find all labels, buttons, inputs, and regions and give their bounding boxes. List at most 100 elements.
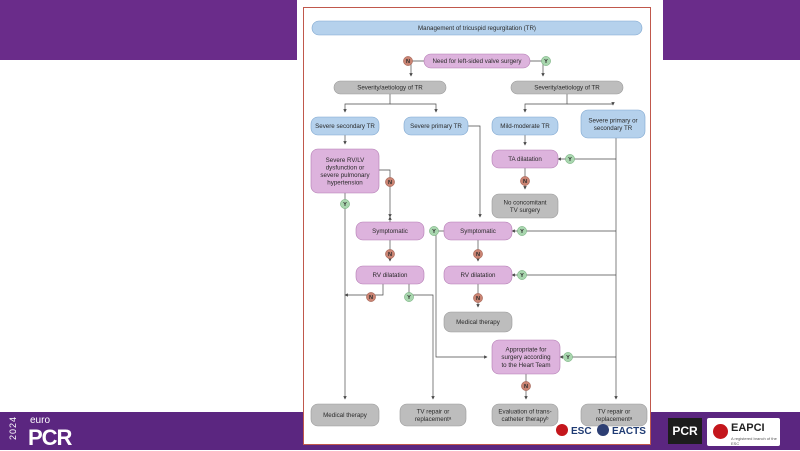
node-label: RV dilatation bbox=[461, 272, 497, 279]
flow-arrow-10 bbox=[468, 125, 482, 218]
yes-badge-15: Y bbox=[563, 352, 573, 362]
node-label: Management of tricuspid regurgitation (T… bbox=[418, 25, 536, 32]
node-need: Need for left-sided valve surgery bbox=[423, 53, 531, 69]
node-label: Symptomatic bbox=[372, 228, 408, 235]
flow-arrow-14 bbox=[379, 169, 392, 218]
badge-circle bbox=[404, 292, 414, 302]
node-box bbox=[491, 149, 559, 169]
pcr-logo: PCR bbox=[668, 418, 702, 444]
node-label: Evaluation of trans- bbox=[498, 408, 551, 415]
badge-circle bbox=[473, 293, 483, 303]
node-box bbox=[491, 339, 561, 375]
node-box bbox=[580, 403, 648, 427]
node-sev-left: Severity/aetiology of TR bbox=[333, 80, 447, 95]
node-title: Management of tricuspid regurgitation (T… bbox=[311, 20, 643, 36]
flow-arrow-1 bbox=[409, 60, 424, 77]
badge-circle bbox=[541, 56, 551, 66]
yes-badge-5: Y bbox=[565, 154, 575, 164]
node-label: catheter therapyᵇ bbox=[501, 416, 549, 423]
europcr-name: PCR bbox=[28, 425, 72, 450]
node-box bbox=[310, 403, 380, 427]
no-badge-9: N bbox=[385, 249, 395, 259]
badge-label: N bbox=[388, 180, 392, 186]
header-band-left bbox=[0, 0, 297, 60]
flowchart-diagram: Management of tricuspid regurgitation (T… bbox=[310, 20, 648, 437]
node-label: dysfunction or bbox=[326, 164, 365, 171]
node-label: severe pulmonary bbox=[320, 172, 370, 179]
no-badge-14: N bbox=[473, 293, 483, 303]
node-medther-mid: Medical therapy bbox=[443, 311, 513, 333]
no-badge-6: N bbox=[520, 176, 530, 186]
badge-label: Y bbox=[544, 59, 548, 65]
badge-label: Y bbox=[566, 355, 570, 361]
node-box bbox=[510, 80, 624, 95]
node-med-final: Medical therapy bbox=[310, 403, 380, 427]
no-badge-16: N bbox=[521, 381, 531, 391]
badge-label: N bbox=[523, 179, 527, 185]
node-box bbox=[423, 53, 531, 69]
badge-label: N bbox=[369, 295, 373, 301]
yes-badge-13: Y bbox=[517, 270, 527, 280]
badge-label: N bbox=[524, 384, 528, 390]
badge-circle bbox=[366, 292, 376, 302]
society-logos: ESC EACTS bbox=[556, 424, 646, 437]
node-rvd-l: RV dilatation bbox=[355, 265, 425, 285]
eapci-logo-sub: A registered branch of the ESC bbox=[731, 436, 777, 446]
eapci-logo-text: EAPCI bbox=[731, 422, 765, 434]
eapci-logo: EAPCI A registered branch of the ESC bbox=[707, 418, 780, 446]
node-label: Appropriate for bbox=[506, 347, 547, 354]
badge-label: Y bbox=[568, 157, 572, 163]
yes-badge-12: Y bbox=[404, 292, 414, 302]
flow-arrow-24 bbox=[344, 284, 384, 297]
badge-label: Y bbox=[432, 229, 436, 235]
node-label: Severe RV/LV bbox=[326, 157, 366, 164]
badge-label: Y bbox=[520, 273, 524, 279]
flow-arrow-5 bbox=[523, 94, 568, 113]
badge-label: N bbox=[388, 252, 392, 258]
node-box bbox=[310, 148, 380, 194]
node-label: Severity/aetiology of TR bbox=[534, 85, 600, 92]
badge-circle bbox=[520, 176, 530, 186]
node-label: TA dilatation bbox=[508, 156, 542, 163]
esc-logo-text: ESC bbox=[571, 426, 592, 437]
node-label: Severe primary or bbox=[588, 117, 637, 124]
node-label: RV dilatation bbox=[373, 272, 409, 279]
eapci-heart-icon bbox=[713, 424, 728, 439]
node-box bbox=[491, 193, 559, 219]
node-label: replacementᵃ bbox=[415, 416, 452, 423]
node-label: Medical therapy bbox=[323, 412, 368, 419]
flow-arrow-6 bbox=[567, 102, 615, 106]
badge-label: Y bbox=[520, 229, 524, 235]
node-box bbox=[403, 116, 469, 136]
node-label: Mild-moderate TR bbox=[500, 123, 550, 130]
node-symp-r: Symptomatic bbox=[443, 221, 513, 241]
node-label: to the Heart Team bbox=[501, 362, 550, 369]
node-box bbox=[491, 403, 559, 427]
eacts-emblem-icon bbox=[597, 424, 609, 436]
badge-circle bbox=[517, 270, 527, 280]
node-ta: TA dilatation bbox=[491, 149, 559, 169]
node-label: Severe secondary TR bbox=[315, 123, 375, 130]
yes-badge-8: Y bbox=[517, 226, 527, 236]
badge-circle bbox=[565, 154, 575, 164]
node-box bbox=[491, 116, 559, 136]
node-label: TV repair or bbox=[598, 408, 631, 415]
node-label: replacementᵃ bbox=[596, 416, 633, 423]
node-label: Need for left-sided valve surgery bbox=[432, 58, 522, 65]
flowchart-edges bbox=[343, 60, 618, 400]
node-label: Medical therapy bbox=[456, 319, 501, 326]
node-label: Severity/aetiology of TR bbox=[357, 85, 423, 92]
badge-circle bbox=[473, 249, 483, 259]
badge-circle bbox=[340, 199, 350, 209]
node-box bbox=[311, 20, 643, 36]
node-box bbox=[443, 265, 513, 285]
flow-arrow-3 bbox=[343, 94, 391, 113]
eacts-logo-text: EACTS bbox=[612, 426, 646, 437]
flowchart-nodes: Management of tricuspid regurgitation (T… bbox=[310, 20, 648, 427]
node-sev-prim: Severe primary TR bbox=[403, 116, 469, 136]
node-rvd-r: RV dilatation bbox=[443, 265, 513, 285]
